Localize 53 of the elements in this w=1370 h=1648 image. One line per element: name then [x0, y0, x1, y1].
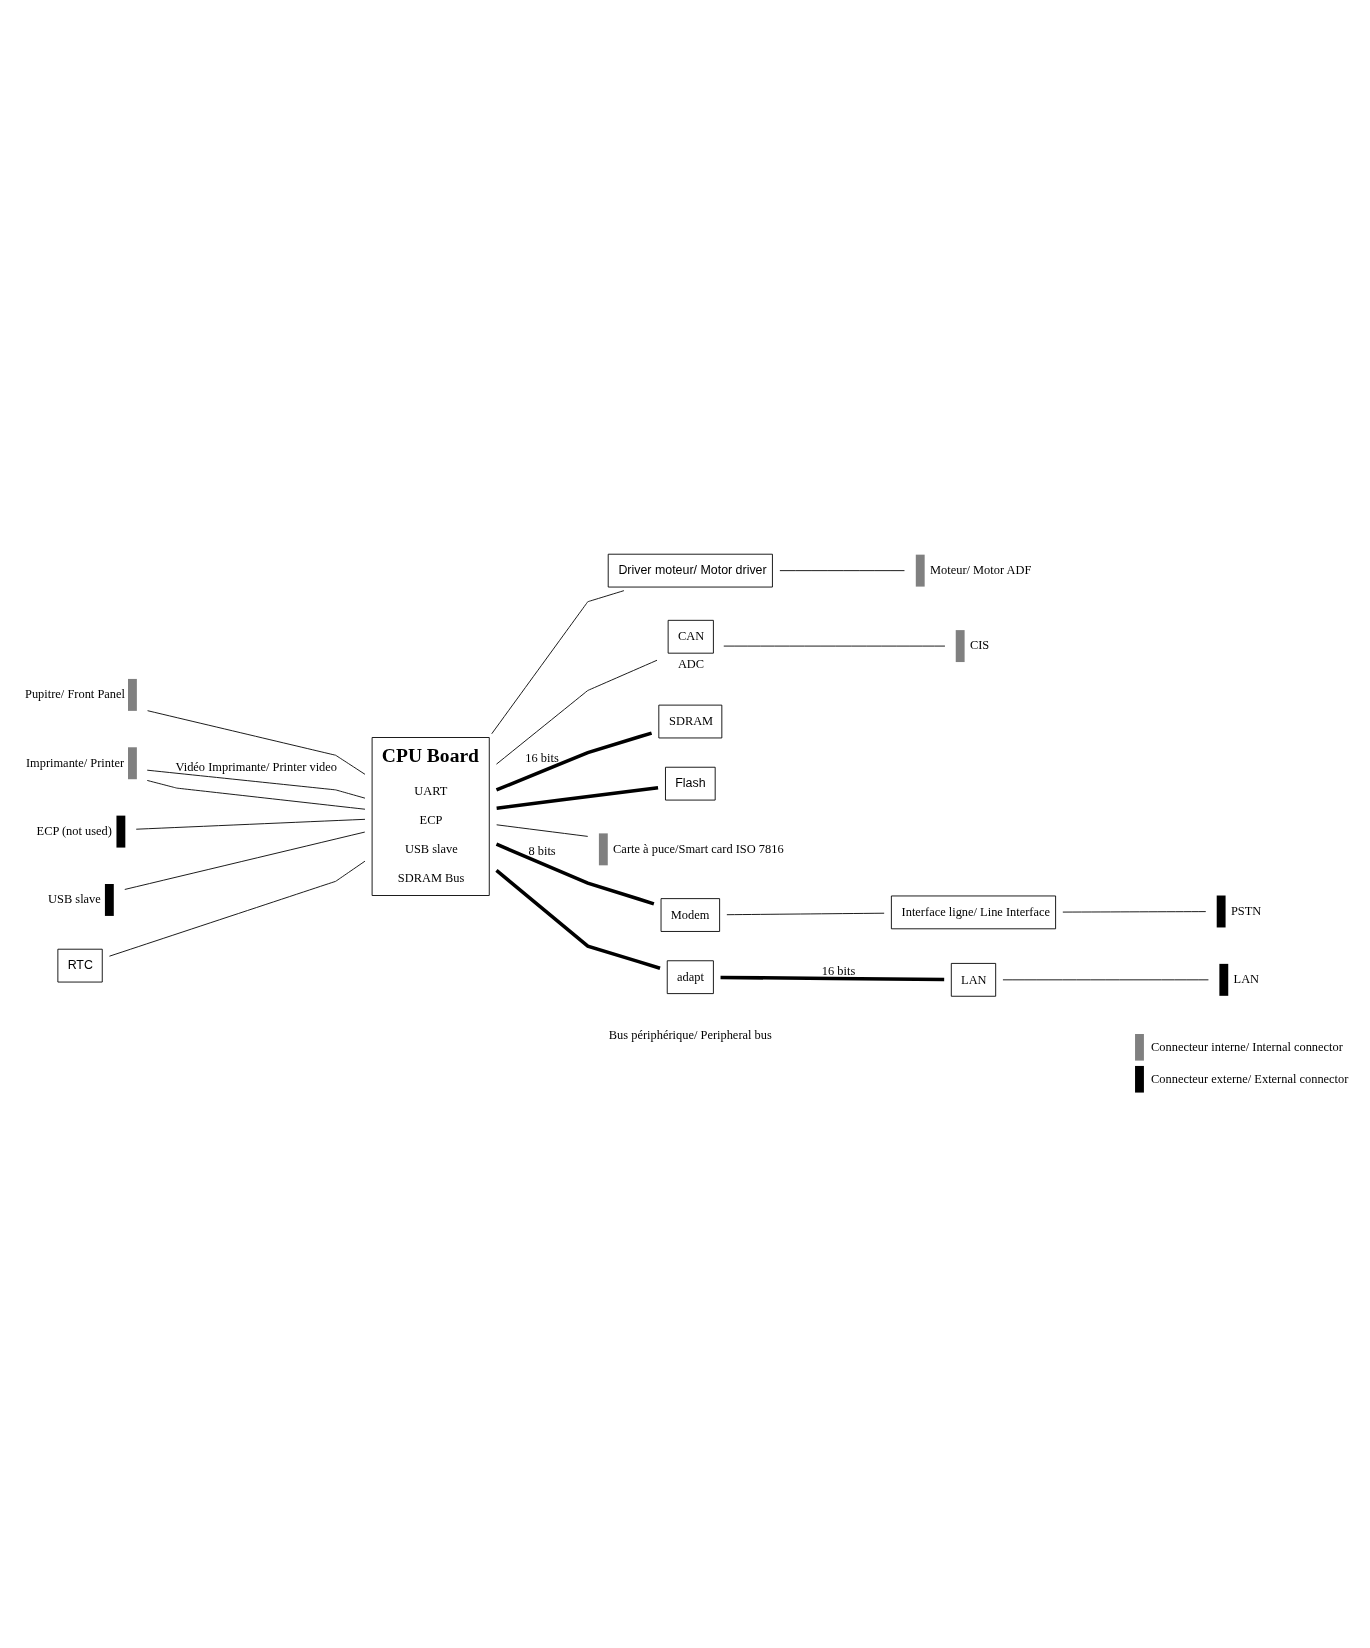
connector — [726, 912, 885, 915]
node-label: ADC — [677, 656, 705, 671]
connector — [491, 589, 625, 734]
node-label: Moteur/ Motor ADF — [929, 562, 1032, 577]
connector — [1062, 910, 1207, 913]
node-label: USB slave — [48, 891, 101, 906]
edge-label: 16 bits — [525, 750, 559, 765]
connector — [147, 709, 366, 775]
node-box: adapt — [666, 959, 714, 994]
node-box: CAN — [667, 619, 714, 654]
node-box: Modem — [660, 897, 721, 932]
node-box: CPU Board UART ECP USB slave SDRAM Bus — [371, 736, 490, 896]
connector — [495, 730, 653, 792]
edge-label: 8 bits — [528, 843, 556, 858]
label: Bus périphérique/ Peripheral bus — [608, 1027, 772, 1042]
connector — [146, 779, 366, 810]
node-label: PSTN — [1230, 903, 1262, 918]
node-bar — [104, 883, 114, 916]
node-label: ECP (not used) — [36, 823, 112, 838]
node-box: SDRAM — [658, 704, 723, 738]
node-bar — [955, 629, 965, 662]
node-bar — [1219, 963, 1229, 996]
node-box: LAN — [950, 962, 997, 997]
node-bar — [116, 815, 126, 848]
connector — [496, 785, 659, 810]
connector — [495, 842, 655, 906]
legend-label: Connecteur externe/ External connector — [1151, 1071, 1349, 1086]
connector — [135, 818, 366, 830]
edge-label: 16 bits — [821, 963, 856, 978]
connector — [146, 769, 366, 799]
node-bar — [128, 746, 137, 779]
node-box: Interface ligne/ Line Interface — [890, 895, 1057, 929]
connector — [496, 823, 589, 837]
edge-label: Vidéo Imprimante/ Printer video — [175, 759, 338, 774]
connector — [779, 569, 905, 571]
connector — [109, 860, 366, 957]
node-label: Pupitre/ Front Panel — [25, 686, 125, 701]
node-bar — [128, 678, 137, 711]
connector — [124, 831, 366, 890]
node-box: Flash — [665, 766, 716, 801]
connector — [720, 975, 945, 981]
connector — [496, 659, 658, 765]
connector — [495, 868, 661, 970]
node-label: CIS — [969, 637, 990, 652]
node-label: Imprimante/ Printer — [25, 755, 125, 770]
node-box: RTC — [57, 948, 103, 982]
node-bar — [915, 554, 925, 587]
node-label: Carte à puce/Smart card ISO 7816 — [613, 841, 784, 856]
node-bar — [1216, 895, 1226, 927]
node-bar — [598, 832, 608, 865]
node-box: Driver moteur/ Motor driver — [607, 553, 773, 587]
node-label: LAN — [1233, 971, 1260, 986]
legend-label: Connecteur interne/ Internal connector — [1151, 1039, 1343, 1054]
